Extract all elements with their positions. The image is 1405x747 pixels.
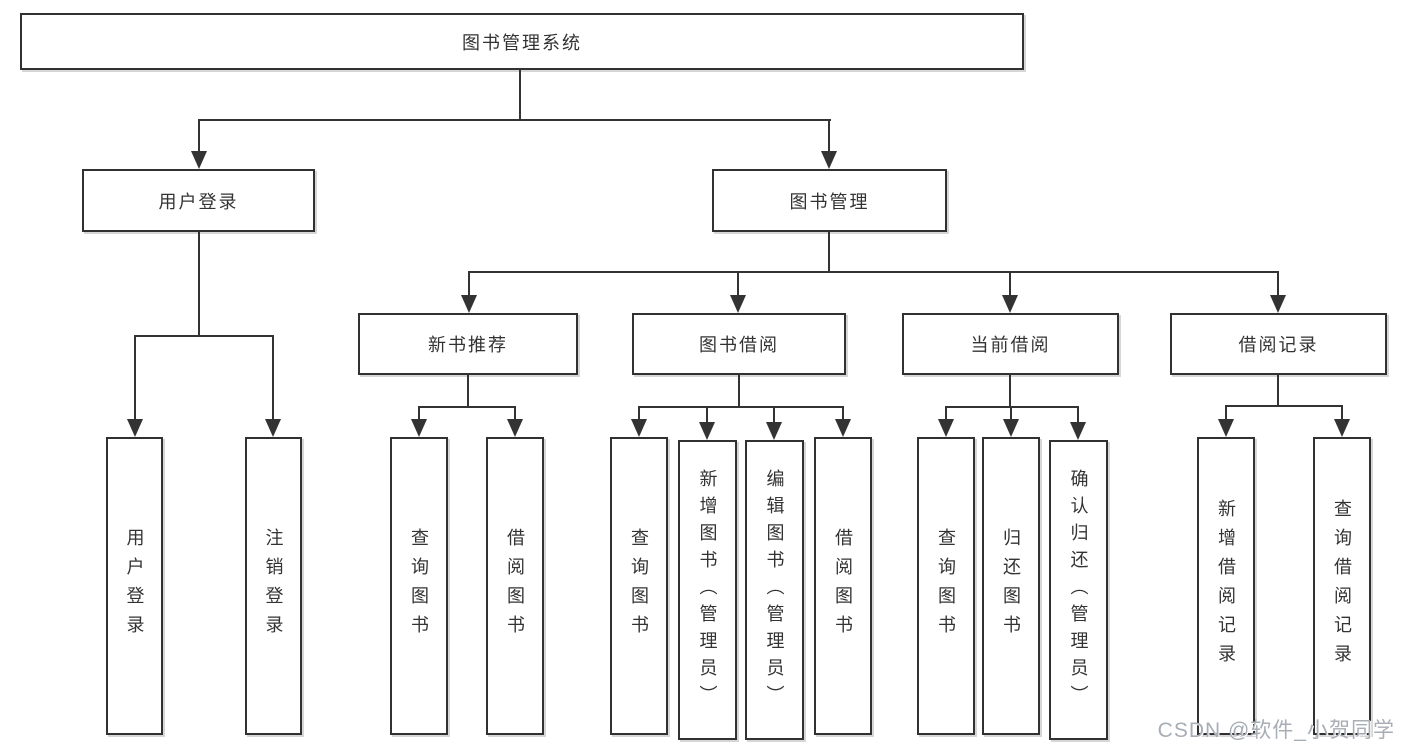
arrow-down-icon <box>1270 295 1286 313</box>
connector-line <box>198 119 200 159</box>
arrow-down-icon <box>507 419 523 437</box>
node-label: 图书借阅 <box>699 335 779 355</box>
connector-line <box>468 271 1279 273</box>
arrow-down-icon <box>461 295 477 313</box>
node-label: 新增图书（管理员） <box>697 468 718 712</box>
leaf-query-books-current: 查询图书 <box>917 437 975 735</box>
arrow-down-icon <box>631 419 647 437</box>
node-label: 确认归还（管理员） <box>1068 468 1089 712</box>
leaf-edit-books-admin: 编辑图书（管理员） <box>745 440 804 740</box>
connector-line <box>773 406 775 431</box>
node-label: 归还图书 <box>1001 528 1021 644</box>
node-book-management: 图书管理 <box>712 169 947 232</box>
arrow-down-icon <box>1218 419 1234 437</box>
connector-line <box>468 271 470 301</box>
leaf-return-books: 归还图书 <box>982 437 1040 735</box>
node-label: 图书管理系统 <box>462 32 582 53</box>
node-book-borrowing: 图书借阅 <box>632 313 846 375</box>
connector-line <box>467 375 469 406</box>
node-borrowing-records: 借阅记录 <box>1170 313 1387 375</box>
arrow-down-icon <box>730 295 746 313</box>
connector-line <box>198 232 200 335</box>
leaf-borrow-books-borrowing: 借阅图书 <box>814 437 872 735</box>
node-label: 用户登录 <box>158 191 239 212</box>
connector-line <box>1277 271 1279 301</box>
arrow-down-icon <box>938 419 954 437</box>
arrow-down-icon <box>699 422 715 440</box>
connector-line <box>514 406 516 428</box>
node-current-borrowing: 当前借阅 <box>902 313 1119 375</box>
connector-line <box>519 70 521 119</box>
arrow-down-icon <box>411 419 427 437</box>
arrow-down-icon <box>821 151 837 169</box>
leaf-confirm-return-admin: 确认归还（管理员） <box>1049 440 1108 740</box>
connector-line <box>945 406 1079 408</box>
arrow-down-icon <box>265 419 281 437</box>
node-label: 查询图书 <box>936 528 956 644</box>
node-label: 借阅图书 <box>505 528 525 644</box>
arrow-down-icon <box>191 151 207 169</box>
connector-line <box>134 335 274 337</box>
node-new-book-recommendation: 新书推荐 <box>358 313 578 375</box>
connector-line <box>1009 271 1011 301</box>
node-label: 查询图书 <box>629 528 649 644</box>
node-user-login: 用户登录 <box>82 169 315 232</box>
node-label: 编辑图书（管理员） <box>764 468 785 712</box>
leaf-query-books-recommend: 查询图书 <box>390 437 448 735</box>
arrow-down-icon <box>1334 419 1350 437</box>
connector-line <box>1341 405 1343 428</box>
connector-line <box>272 335 274 427</box>
connector-line <box>418 406 420 428</box>
connector-line <box>1225 405 1227 428</box>
connector-line <box>134 335 136 427</box>
leaf-query-books-borrowing: 查询图书 <box>610 437 668 735</box>
leaf-user-login: 用户登录 <box>106 437 163 735</box>
connector-line <box>418 406 516 408</box>
arrow-down-icon <box>766 422 782 440</box>
connector-line <box>737 271 739 301</box>
connector-line <box>1225 405 1343 407</box>
node-label: 新增借阅记录 <box>1216 499 1236 673</box>
node-label: 借阅记录 <box>1238 335 1319 355</box>
arrow-down-icon <box>1070 422 1086 440</box>
node-label: 查询借阅记录 <box>1332 499 1352 673</box>
leaf-borrow-books-recommend: 借阅图书 <box>486 437 544 735</box>
connector-line <box>198 119 831 121</box>
connector-line <box>1009 375 1011 406</box>
arrow-down-icon <box>127 419 143 437</box>
node-library-system: 图书管理系统 <box>20 13 1024 70</box>
arrow-down-icon <box>1002 295 1018 313</box>
node-label: 注销登录 <box>263 528 284 644</box>
connector-line <box>738 375 740 406</box>
connector-line <box>1010 406 1012 428</box>
connector-line <box>828 232 830 271</box>
arrow-down-icon <box>1003 419 1019 437</box>
connector-line <box>638 406 640 428</box>
leaf-query-borrow-record: 查询借阅记录 <box>1313 437 1371 735</box>
connector-line <box>842 406 844 428</box>
connector-line <box>945 406 947 428</box>
node-label: 查询图书 <box>409 528 429 644</box>
node-label: 用户登录 <box>124 528 145 644</box>
node-label: 借阅图书 <box>833 528 853 644</box>
node-label: 当前借阅 <box>970 335 1051 355</box>
node-label: 新书推荐 <box>428 335 508 355</box>
connector-line <box>638 406 844 408</box>
node-label: 图书管理 <box>789 191 870 212</box>
leaf-add-books-admin: 新增图书（管理员） <box>678 440 737 740</box>
arrow-down-icon <box>835 419 851 437</box>
leaf-add-borrow-record: 新增借阅记录 <box>1197 437 1255 735</box>
connector-line <box>1277 375 1279 405</box>
leaf-logout: 注销登录 <box>245 437 302 735</box>
watermark-csdn: CSDN @软件_小贺同学 <box>1157 719 1395 742</box>
connector-line <box>1077 406 1079 431</box>
connector-line <box>706 406 708 431</box>
connector-line <box>828 119 830 159</box>
